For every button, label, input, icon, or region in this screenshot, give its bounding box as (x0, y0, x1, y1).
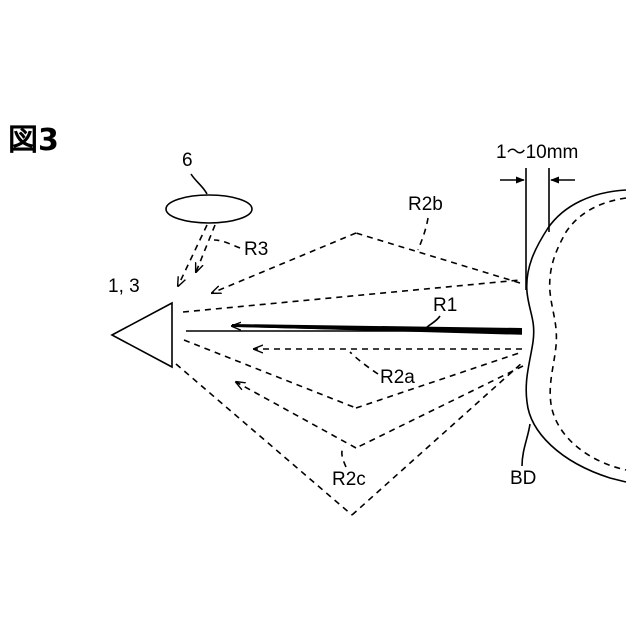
r2c-leader (342, 446, 346, 467)
object-leader (191, 174, 207, 194)
r3-label: R3 (244, 239, 268, 260)
body-surface-solid (526, 190, 626, 482)
emitter-triangle (112, 303, 172, 367)
r2c-mid-return (236, 382, 356, 448)
bd-label: BD (510, 468, 536, 489)
r3-ray-right (196, 225, 215, 272)
r3-leader (214, 240, 240, 248)
body-surface-dashed (550, 198, 626, 470)
r2a-label: R2a (380, 367, 415, 388)
r1-label: R1 (433, 295, 457, 316)
bd-leader (522, 424, 530, 466)
object-label: 6 (182, 150, 193, 171)
r2a-leader (350, 352, 378, 374)
r2c-outer-to-body (352, 362, 523, 515)
r2c-label: R2c (332, 469, 366, 490)
r2b-peak-return (212, 233, 356, 293)
r2b-leader (418, 218, 428, 250)
r2b-to-peak (356, 233, 520, 283)
r1-leader (426, 316, 440, 328)
r2b-label: R2b (408, 194, 443, 215)
figure-title: 図3 (8, 123, 59, 158)
emitter-label: 1, 3 (108, 276, 140, 297)
r2c-emit-outer (176, 364, 352, 515)
object-ellipse (166, 195, 252, 223)
gap-label: 1～10mm (496, 142, 578, 163)
r2a-emit (184, 340, 356, 408)
r3-ray-left (178, 225, 207, 286)
